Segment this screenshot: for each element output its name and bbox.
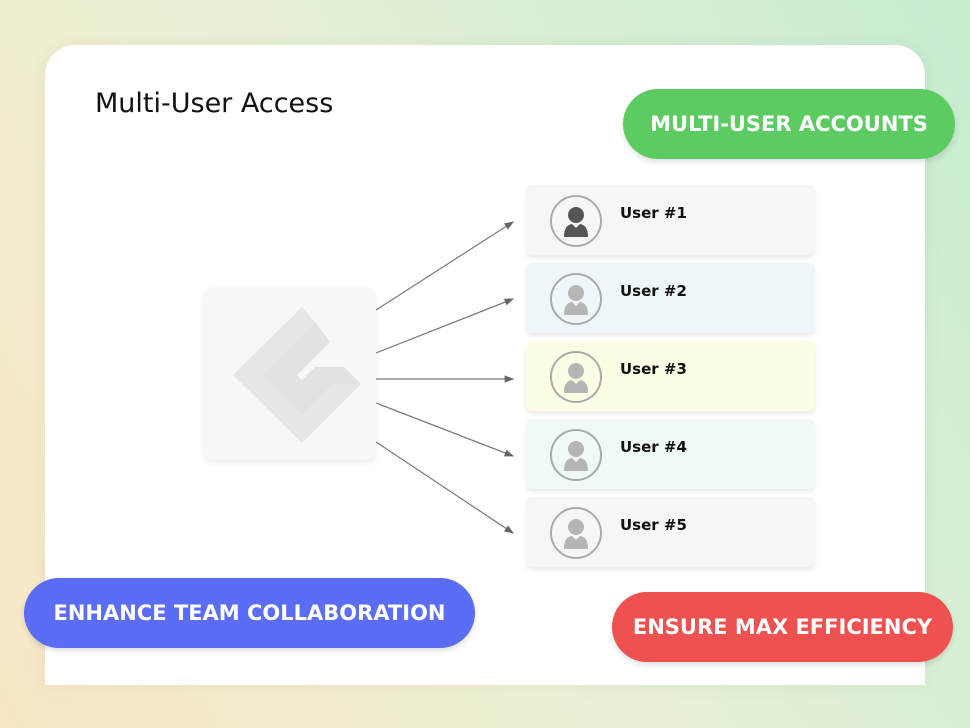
user-name: User #1	[620, 204, 687, 222]
user-card-1: User #1	[526, 185, 815, 255]
max-efficiency-badge: ENSURE MAX EFFICIENCY	[612, 592, 953, 662]
user-name: User #2	[620, 282, 687, 300]
logo-icon	[233, 307, 361, 443]
user-avatar-icon	[550, 351, 602, 403]
user-name: User #3	[620, 360, 687, 378]
user-card-5: User #5	[526, 497, 815, 567]
user-avatar-icon	[550, 429, 602, 481]
user-card-3: User #3	[526, 341, 815, 411]
multi-user-accounts-badge: MULTI-USER ACCOUNTS	[623, 89, 955, 159]
app-logo	[203, 287, 376, 460]
user-avatar-icon	[550, 273, 602, 325]
team-collaboration-badge: ENHANCE TEAM COLLABORATION	[24, 578, 475, 648]
user-card-2: User #2	[526, 263, 815, 333]
user-name: User #5	[620, 516, 687, 534]
user-avatar-icon	[550, 195, 602, 247]
user-card-4: User #4	[526, 419, 815, 489]
user-name: User #4	[620, 438, 687, 456]
user-avatar-icon	[550, 507, 602, 559]
page-title: Multi-User Access	[95, 88, 334, 119]
